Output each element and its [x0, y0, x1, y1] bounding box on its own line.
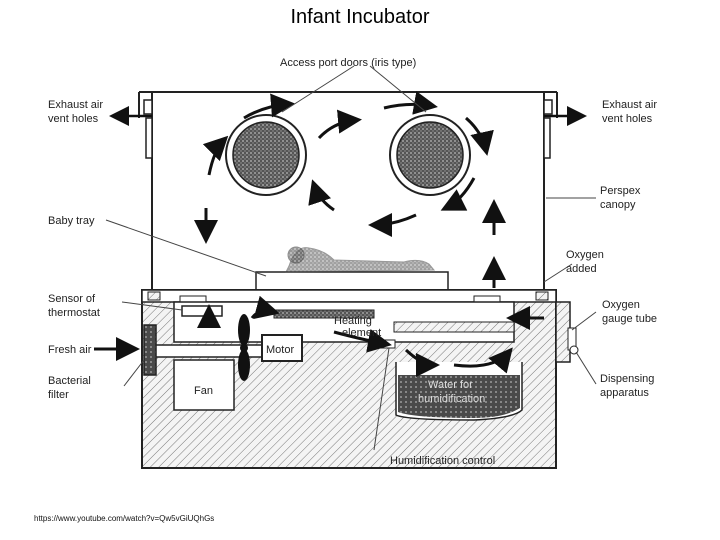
label-exhaust-right-2: vent holes — [602, 113, 653, 125]
label-exhaust-right-1: Exhaust air — [602, 99, 657, 111]
leader-lines — [105, 65, 597, 451]
incubator-diagram: Access port doors (iris type) Exhaust ai… — [34, 40, 674, 470]
label-perspex-2: canopy — [600, 199, 636, 211]
label-water-1: Water for — [428, 379, 473, 391]
label-bacterial-2: filter — [48, 389, 69, 401]
label-bacterial-1: Bacterial — [48, 375, 91, 387]
label-oxygen-gauge-1: Oxygen — [602, 299, 640, 311]
label-baby-tray: Baby tray — [48, 215, 95, 227]
label-exhaust-left-2: vent holes — [48, 113, 99, 125]
page-title: Infant Incubator — [290, 6, 430, 28]
fan-blades — [238, 314, 250, 381]
incubator-svg: Access port doors (iris type) Exhaust ai… — [48, 57, 657, 469]
label-dispensing-2: apparatus — [600, 387, 649, 399]
label-sensor-2: thermostat — [48, 307, 100, 319]
label-oxygen-added-2: added — [566, 263, 597, 275]
label-sensor-1: Sensor of — [48, 293, 96, 305]
label-humidification-control: Humidification control — [390, 455, 495, 467]
label-oxygen-added-1: Oxygen — [566, 249, 604, 261]
label-fan: Fan — [194, 385, 213, 397]
label-exhaust-left-1: Exhaust air — [48, 99, 103, 111]
label-heating-2: element — [342, 327, 381, 339]
label-motor: Motor — [266, 344, 294, 356]
baby-tray — [255, 246, 449, 291]
label-dispensing-1: Dispensing — [600, 373, 654, 385]
label-fresh-air: Fresh air — [48, 344, 92, 356]
label-heating-1: Heating — [334, 315, 372, 327]
access-port-doors — [225, 114, 471, 196]
label-oxygen-gauge-2: gauge tube — [602, 313, 657, 325]
label-access-port: Access port doors (iris type) — [280, 57, 416, 69]
label-water-2: humidification — [418, 393, 485, 405]
source-url: https://www.youtube.com/watch?v=Qw5vGiUQ… — [34, 514, 215, 523]
label-perspex-1: Perspex — [600, 185, 641, 197]
air-circulation-arrows — [194, 91, 506, 288]
base-flow-arrows — [94, 295, 544, 377]
